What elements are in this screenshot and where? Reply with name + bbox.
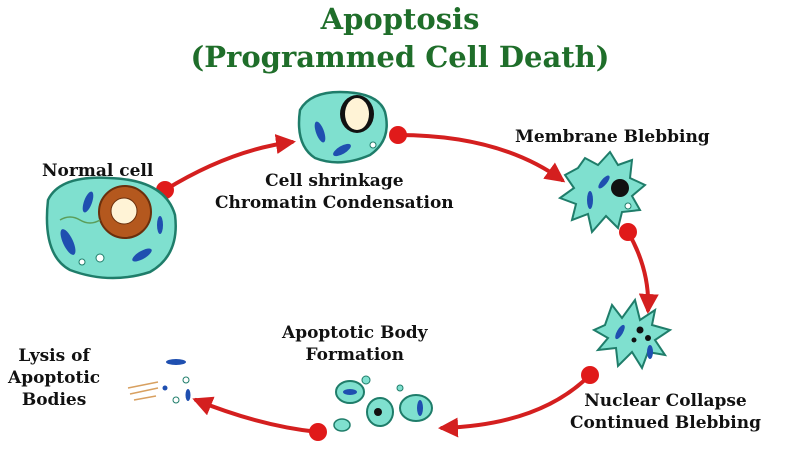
arrow-blebbing-to-collapse [626,230,659,314]
blebbing-cell-illustration [557,150,647,235]
normal-cell-illustration [45,176,177,280]
arrow-start-dot [309,423,327,441]
diagram-subtitle: (Programmed Cell Death) [190,40,610,74]
arrow-normal-to-shrinkage [163,134,296,192]
arrow-start-dot [581,366,599,384]
label-nuclear-collapse: Nuclear Collapse Continued Blebbing [570,391,762,433]
arrow-start-dot [389,126,407,144]
shrinkage-cell-illustration [297,90,388,164]
label-membrane-blebbing: Membrane Blebbing [515,127,710,147]
arrow-start-dot [619,223,637,241]
apoptotic-bodies-illustration [333,375,433,432]
arrow-shrinkage-to-blebbing [396,133,566,183]
lysis-fragments-illustration [127,359,191,404]
nuclear-collapse-cell-illustration [591,297,673,371]
arrow-collapse-to-body [438,373,592,438]
diagram-title: Apoptosis [320,2,480,36]
label-lysis-of-apoptotic-bodies: Lysis of Apoptotic Bodies [8,346,101,410]
label-cell-shrinkage: Cell shrinkage Chromatin Condensation [215,171,454,213]
arrow-body-to-lysis [192,396,320,434]
label-apoptotic-body-formation: Apoptotic Body Formation [282,323,428,365]
label-normal-cell: Normal cell [42,161,154,181]
